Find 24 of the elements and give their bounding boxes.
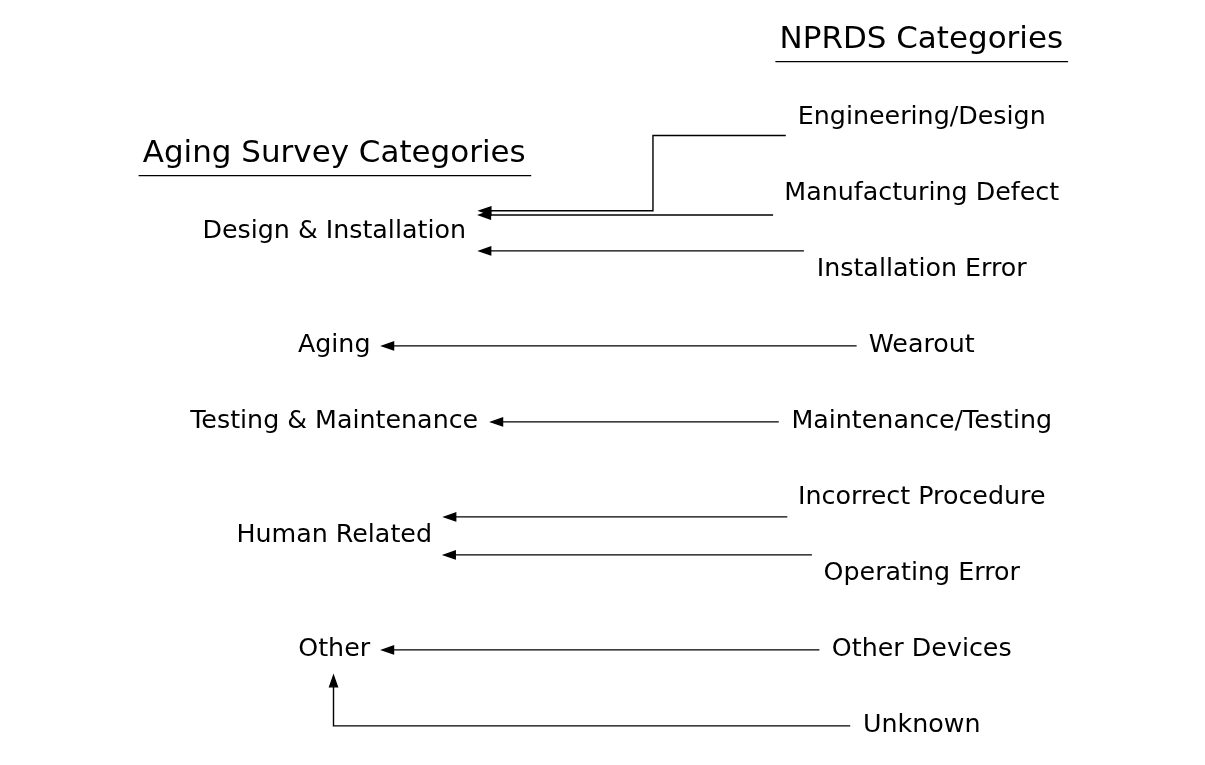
node-text: Design & Installation (201, 214, 466, 245)
arrow (328, 673, 851, 727)
node-text: Incorrect Procedure (797, 480, 1046, 511)
node-text: Other Devices (831, 632, 1012, 663)
arrow (441, 549, 813, 560)
node-text: Unknown (862, 708, 981, 739)
arrow (441, 511, 788, 522)
arrow (476, 246, 805, 256)
node-text: Aging (297, 328, 370, 359)
label: Aging Survey Categories (142, 133, 526, 170)
node-text: Manufacturing Defect (783, 176, 1059, 207)
node-text: Engineering/Design (797, 100, 1046, 131)
arrow (379, 340, 857, 351)
arrow (476, 210, 774, 220)
node-text: Human Related (235, 518, 432, 549)
node-text: Maintenance/Testing (790, 404, 1052, 435)
arrow (379, 644, 820, 655)
node-text: Other (297, 632, 370, 663)
node-text: Installation Error (816, 252, 1027, 283)
node-text: Operating Error (823, 556, 1020, 587)
node-text: Testing & Maintenance (189, 404, 478, 435)
node-text: Wearout (868, 328, 975, 359)
arrow (488, 416, 779, 427)
label: NPRDS Categories (779, 19, 1063, 56)
